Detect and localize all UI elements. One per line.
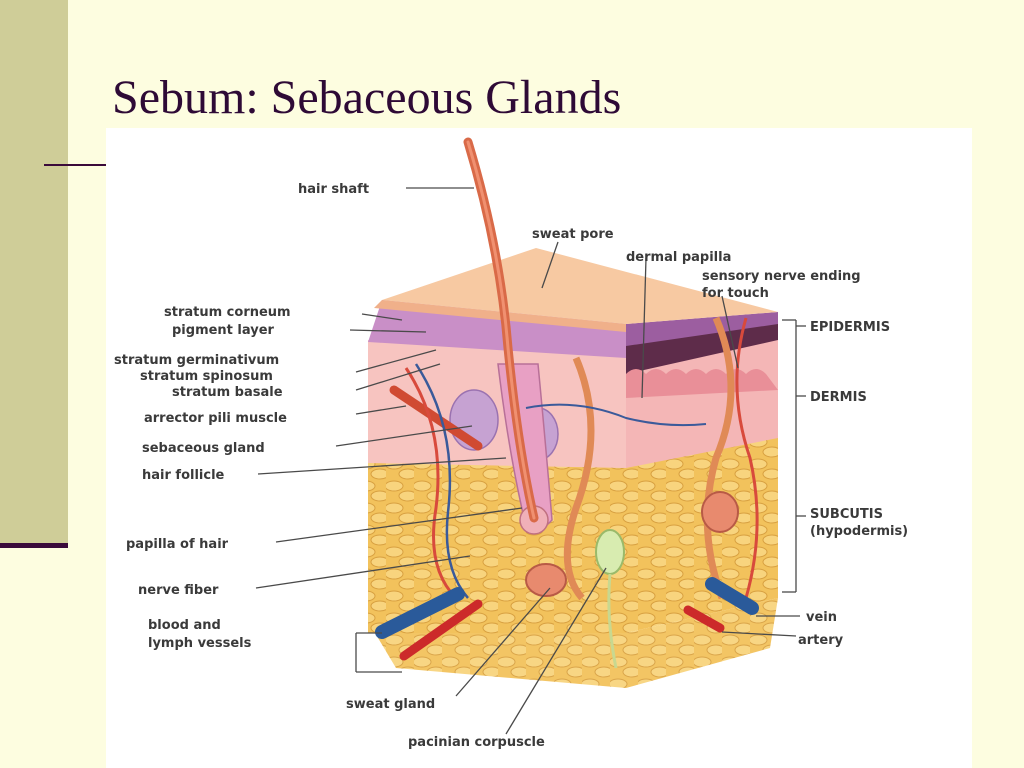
slide-sidebar [0, 0, 68, 548]
label-hair-follicle: hair follicle [142, 468, 225, 483]
sidebar-divider [0, 543, 68, 548]
large-vessels [375, 577, 759, 661]
label-subcutis-line-1: SUBCUTIS [810, 507, 883, 522]
slide-title: Sebum: Sebaceous Glands [112, 71, 622, 124]
label-hair-shaft: hair shaft [298, 182, 369, 197]
label-sensory-nerve-line-1: sensory nerve ending [702, 269, 861, 284]
dermal-vessels [404, 316, 759, 601]
label-stratum-corneum: stratum corneum [164, 305, 291, 320]
subcutis-layer [368, 433, 778, 688]
label-sebaceous-gland: sebaceous gland [142, 441, 265, 456]
label-pigment-layer: pigment layer [172, 323, 275, 338]
label-artery: artery [798, 633, 844, 648]
label-stratum-spinosum: stratum spinosum [140, 369, 273, 384]
label-blood-lymph-line-2: lymph vessels [148, 636, 252, 651]
label-stratum-basale: stratum basale [172, 385, 283, 400]
dermal-papilla-ridges [626, 369, 778, 398]
label-epidermis: EPIDERMIS [810, 320, 890, 335]
pacinian-corpuscle-shape [595, 529, 625, 669]
label-dermis: DERMIS [810, 390, 867, 405]
label-stratum-germinativum: stratum germinativum [114, 353, 279, 368]
label-sweat-gland: sweat gland [346, 697, 435, 712]
sweat-gland-shapes [525, 491, 739, 597]
skin-cross-section-illustration: hair shaft sweat pore dermal papilla sen… [114, 137, 908, 750]
label-subcutis-line-2: (hypodermis) [810, 524, 908, 539]
skin-diagram: hair shaft sweat pore dermal papilla sen… [106, 128, 972, 768]
label-arrector-pili-muscle: arrector pili muscle [144, 411, 287, 426]
arrector-pili-muscle-shape [389, 385, 483, 451]
label-sensory-nerve-line-2: for touch [702, 286, 769, 301]
epidermis-layer [368, 248, 778, 374]
label-pacinian-corpuscle: pacinian corpuscle [408, 735, 545, 750]
label-nerve-fiber: nerve fiber [138, 583, 219, 598]
label-papilla-of-hair: papilla of hair [126, 537, 229, 552]
label-vein: vein [806, 610, 837, 625]
title-divider [44, 164, 106, 166]
label-dermal-papilla: dermal papilla [626, 250, 731, 265]
label-leader-lines [255, 187, 806, 735]
label-sweat-pore: sweat pore [532, 227, 614, 242]
label-blood-lymph-line-1: blood and [148, 618, 221, 633]
